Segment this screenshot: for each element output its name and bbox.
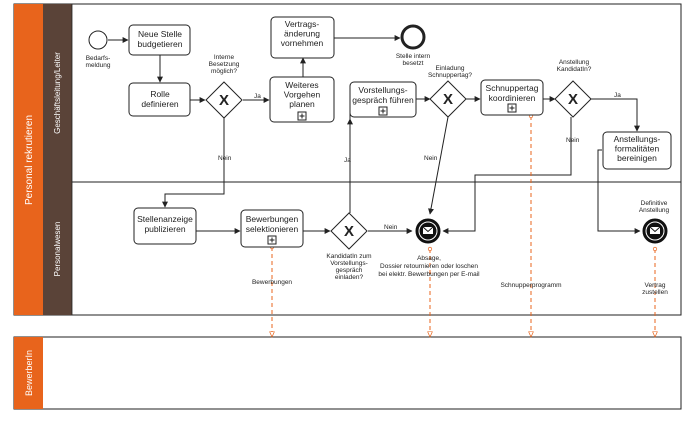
exclusive-gateway-x-icon: X <box>219 92 229 109</box>
envelope-icon <box>649 226 661 234</box>
gateway-interne-besetzung[interactable]: X <box>205 81 243 119</box>
envelope-icon <box>422 226 434 234</box>
exclusive-gateway-x-icon: X <box>568 91 578 108</box>
pool-personal-rekrutieren: Personal rekrutieren Geschäftsleitung/Le… <box>13 3 682 316</box>
message-label-bewerbungen: Bewerbungen <box>252 279 292 286</box>
pool2-title: BewerberIn <box>24 350 34 396</box>
svg-text:Vorstellungs-gespräch führen: Vorstellungs-gespräch führen <box>352 85 414 105</box>
flow-label-ja-gw4: Ja <box>344 157 351 164</box>
flow-label-nein-gw2: Nein <box>424 155 438 162</box>
flow-label-nein-gw4: Nein <box>384 224 398 231</box>
end-event-absage-label: Absage,Dossier retournieren oder loschen… <box>378 255 480 278</box>
flow-label-ja-gw1: Ja <box>254 93 261 100</box>
end-event-intern-besetzt[interactable] <box>400 24 426 50</box>
pool-bewerberin: BewerberIn <box>13 336 682 410</box>
gateway-anstellung-kandidatin[interactable]: X <box>554 80 592 118</box>
collapsed-subprocess-plus-icon <box>297 111 307 121</box>
pool-title: Personal rekrutieren <box>24 115 35 205</box>
exclusive-gateway-x-icon: X <box>344 223 354 240</box>
lane-title-personalwesen: Personalwesen <box>53 222 62 277</box>
lane-title-geschaeftsleitung: Geschäftsleitung/Leiter <box>53 52 62 134</box>
collapsed-subprocess-plus-icon <box>378 106 388 116</box>
gateway-kandidatin-einladen[interactable]: X <box>330 212 368 250</box>
end-event-definitive-anstellung[interactable] <box>642 218 668 244</box>
gateway-einladung-schnuppertag[interactable]: X <box>429 80 467 118</box>
message-label-schnupperprogramm: Schnupperprogramm <box>500 282 561 289</box>
flow-label-ja-gw3: Ja <box>614 92 621 99</box>
lane-header-geschaeftsleitung <box>43 4 72 182</box>
start-event[interactable] <box>88 30 108 50</box>
exclusive-gateway-x-icon: X <box>443 91 453 108</box>
collapsed-subprocess-plus-icon <box>507 103 517 113</box>
lane-header-personalwesen <box>43 182 72 315</box>
pool-header <box>14 4 43 315</box>
collapsed-subprocess-plus-icon <box>267 235 277 245</box>
pool2-header <box>14 337 43 409</box>
end-event-absage[interactable] <box>415 218 441 244</box>
start-event-label: Bedarfs-meldung <box>86 55 111 69</box>
message-flows <box>272 116 655 337</box>
flow-label-nein-gw3: Nein <box>566 137 580 144</box>
subprocess-vorstellungsgespraech[interactable]: Vorstellungs-gespräch führen <box>349 81 417 118</box>
flow-label-nein-gw1: Nein <box>218 155 232 162</box>
